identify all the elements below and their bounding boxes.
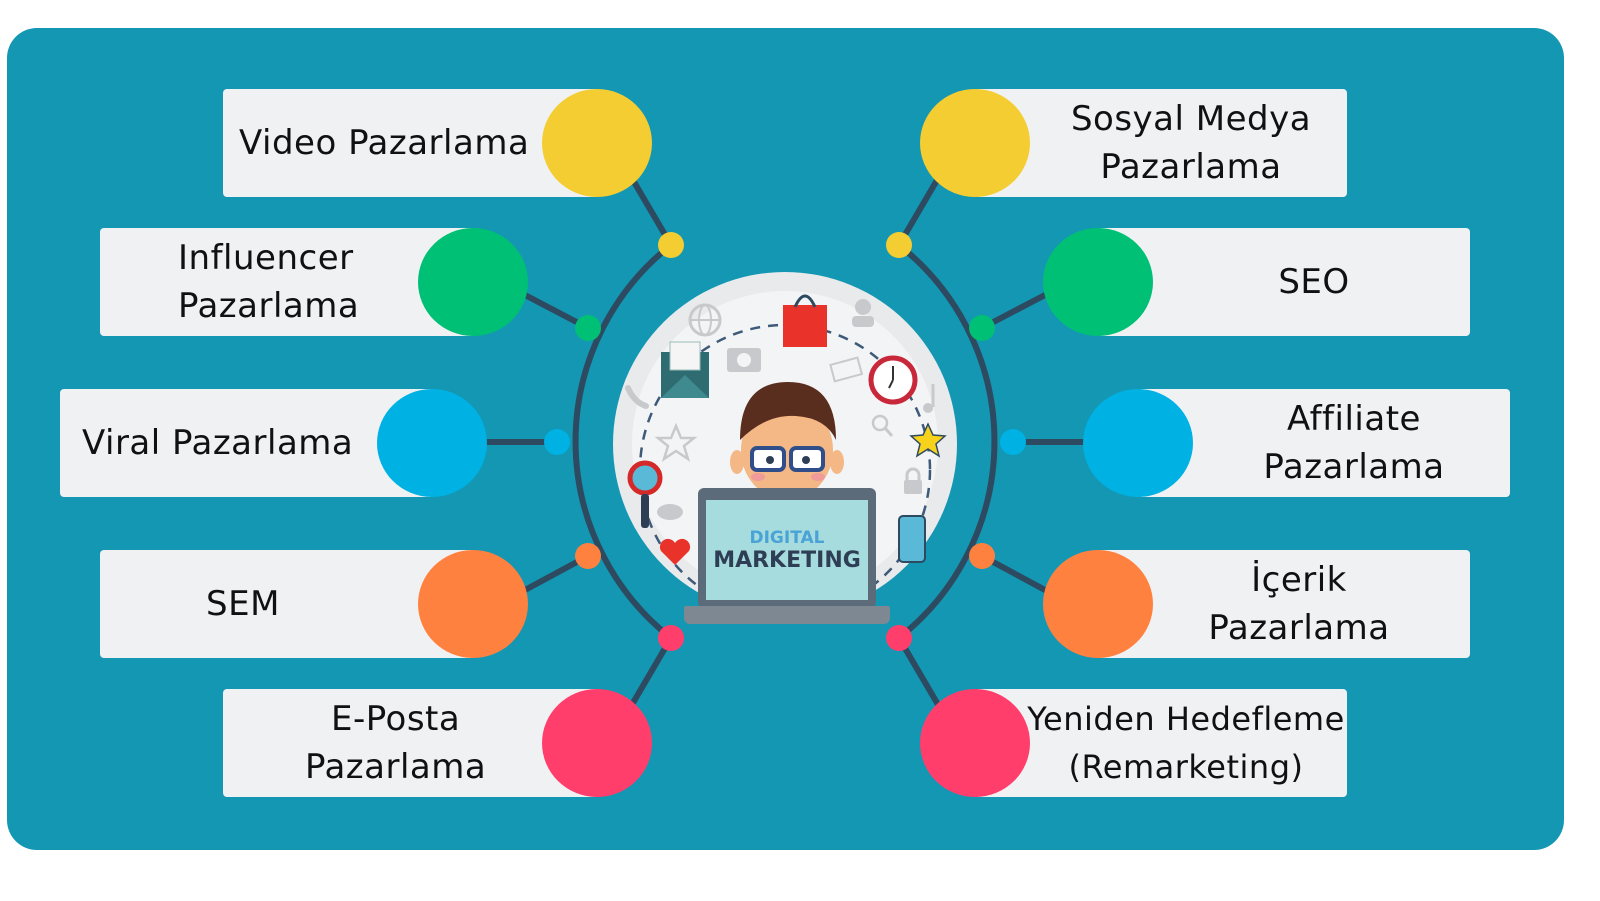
card-sosyal-medya-pazarlama: Sosyal Medya Pazarlama bbox=[975, 89, 1347, 197]
laptop-screen: DIGITAL MARKETING bbox=[706, 500, 868, 600]
card-icerik-pazarlama: İçerik Pazarlama bbox=[1098, 550, 1470, 658]
star-icon bbox=[909, 422, 947, 458]
person-with-glasses-icon bbox=[730, 382, 844, 500]
node-dot-blue-right bbox=[1000, 429, 1026, 455]
music-note-icon bbox=[923, 384, 935, 413]
phone-icon bbox=[625, 385, 649, 409]
node-dot-blue-left bbox=[544, 429, 570, 455]
clock-icon bbox=[868, 355, 918, 405]
laptop-base bbox=[684, 606, 890, 624]
circle-yellow bbox=[920, 89, 1030, 197]
envelope-open-icon bbox=[661, 341, 709, 398]
node-dot-yellow-right bbox=[886, 232, 912, 258]
card-viral-pazarlama: Viral Pazarlama bbox=[60, 389, 435, 497]
circle-green bbox=[418, 228, 528, 336]
circle-orange bbox=[1043, 550, 1153, 658]
card-affiliate-pazarlama: Affiliate Pazarlama bbox=[1138, 389, 1510, 497]
card-label: Video Pazarlama bbox=[239, 123, 530, 163]
circle-pink bbox=[542, 689, 652, 797]
lock-icon bbox=[904, 467, 922, 494]
node-dot-yellow-left bbox=[658, 232, 684, 258]
digital-label: DIGITAL bbox=[749, 528, 825, 548]
smartphone-icon bbox=[898, 515, 926, 563]
circle-blue bbox=[1083, 389, 1193, 497]
card-video-pazarlama: Video Pazarlama bbox=[223, 89, 598, 197]
card-e-posta-pazarlama: E-Posta Pazarlama bbox=[223, 689, 598, 797]
card-label: Sosyal Medya Pazarlama bbox=[1070, 99, 1312, 187]
circle-pink bbox=[920, 689, 1030, 797]
card-label: E-Posta Pazarlama bbox=[305, 699, 487, 787]
mail-icon bbox=[829, 356, 864, 383]
circle-orange bbox=[418, 550, 528, 658]
node-dot-pink-right bbox=[886, 625, 912, 651]
card-label: Affiliate Pazarlama bbox=[1263, 399, 1445, 487]
search-icon bbox=[871, 414, 894, 437]
node-dot-orange-left bbox=[575, 543, 601, 569]
card-influencer-pazarlama: Influencer Pazarlama bbox=[100, 228, 475, 336]
circle-yellow bbox=[542, 89, 652, 197]
shopping-bag-icon bbox=[783, 294, 827, 347]
node-dot-orange-right bbox=[969, 543, 995, 569]
camera-icon bbox=[727, 348, 761, 372]
star-outline-icon bbox=[654, 422, 698, 462]
right-arc bbox=[896, 242, 998, 641]
card-sem: SEM bbox=[100, 550, 475, 658]
heart-icon bbox=[659, 538, 691, 565]
magnifier-icon bbox=[627, 460, 663, 528]
card-label: SEM bbox=[206, 584, 280, 624]
node-dot-pink-left bbox=[658, 625, 684, 651]
node-dot-green-left bbox=[575, 315, 601, 341]
laptop-icon: DIGITAL MARKETING bbox=[698, 488, 876, 608]
card-label: Influencer Pazarlama bbox=[178, 238, 360, 326]
card-label: Yeniden Hedefleme (Remarketing) bbox=[1027, 700, 1345, 786]
cloud-icon bbox=[657, 504, 683, 520]
circle-blue bbox=[377, 389, 487, 497]
left-arc bbox=[572, 242, 674, 641]
user-icon bbox=[852, 299, 874, 327]
card-label: İçerik Pazarlama bbox=[1208, 560, 1390, 648]
circle-green bbox=[1043, 228, 1153, 336]
node-dot-green-right bbox=[969, 315, 995, 341]
card-label: SEO bbox=[1278, 262, 1350, 302]
marketing-label: MARKETING bbox=[713, 548, 861, 573]
card-label: Viral Pazarlama bbox=[82, 423, 354, 463]
globe-icon bbox=[688, 303, 722, 337]
card-seo: SEO bbox=[1098, 228, 1470, 336]
card-yeniden-hedefleme: Yeniden Hedefleme (Remarketing) bbox=[975, 689, 1347, 797]
